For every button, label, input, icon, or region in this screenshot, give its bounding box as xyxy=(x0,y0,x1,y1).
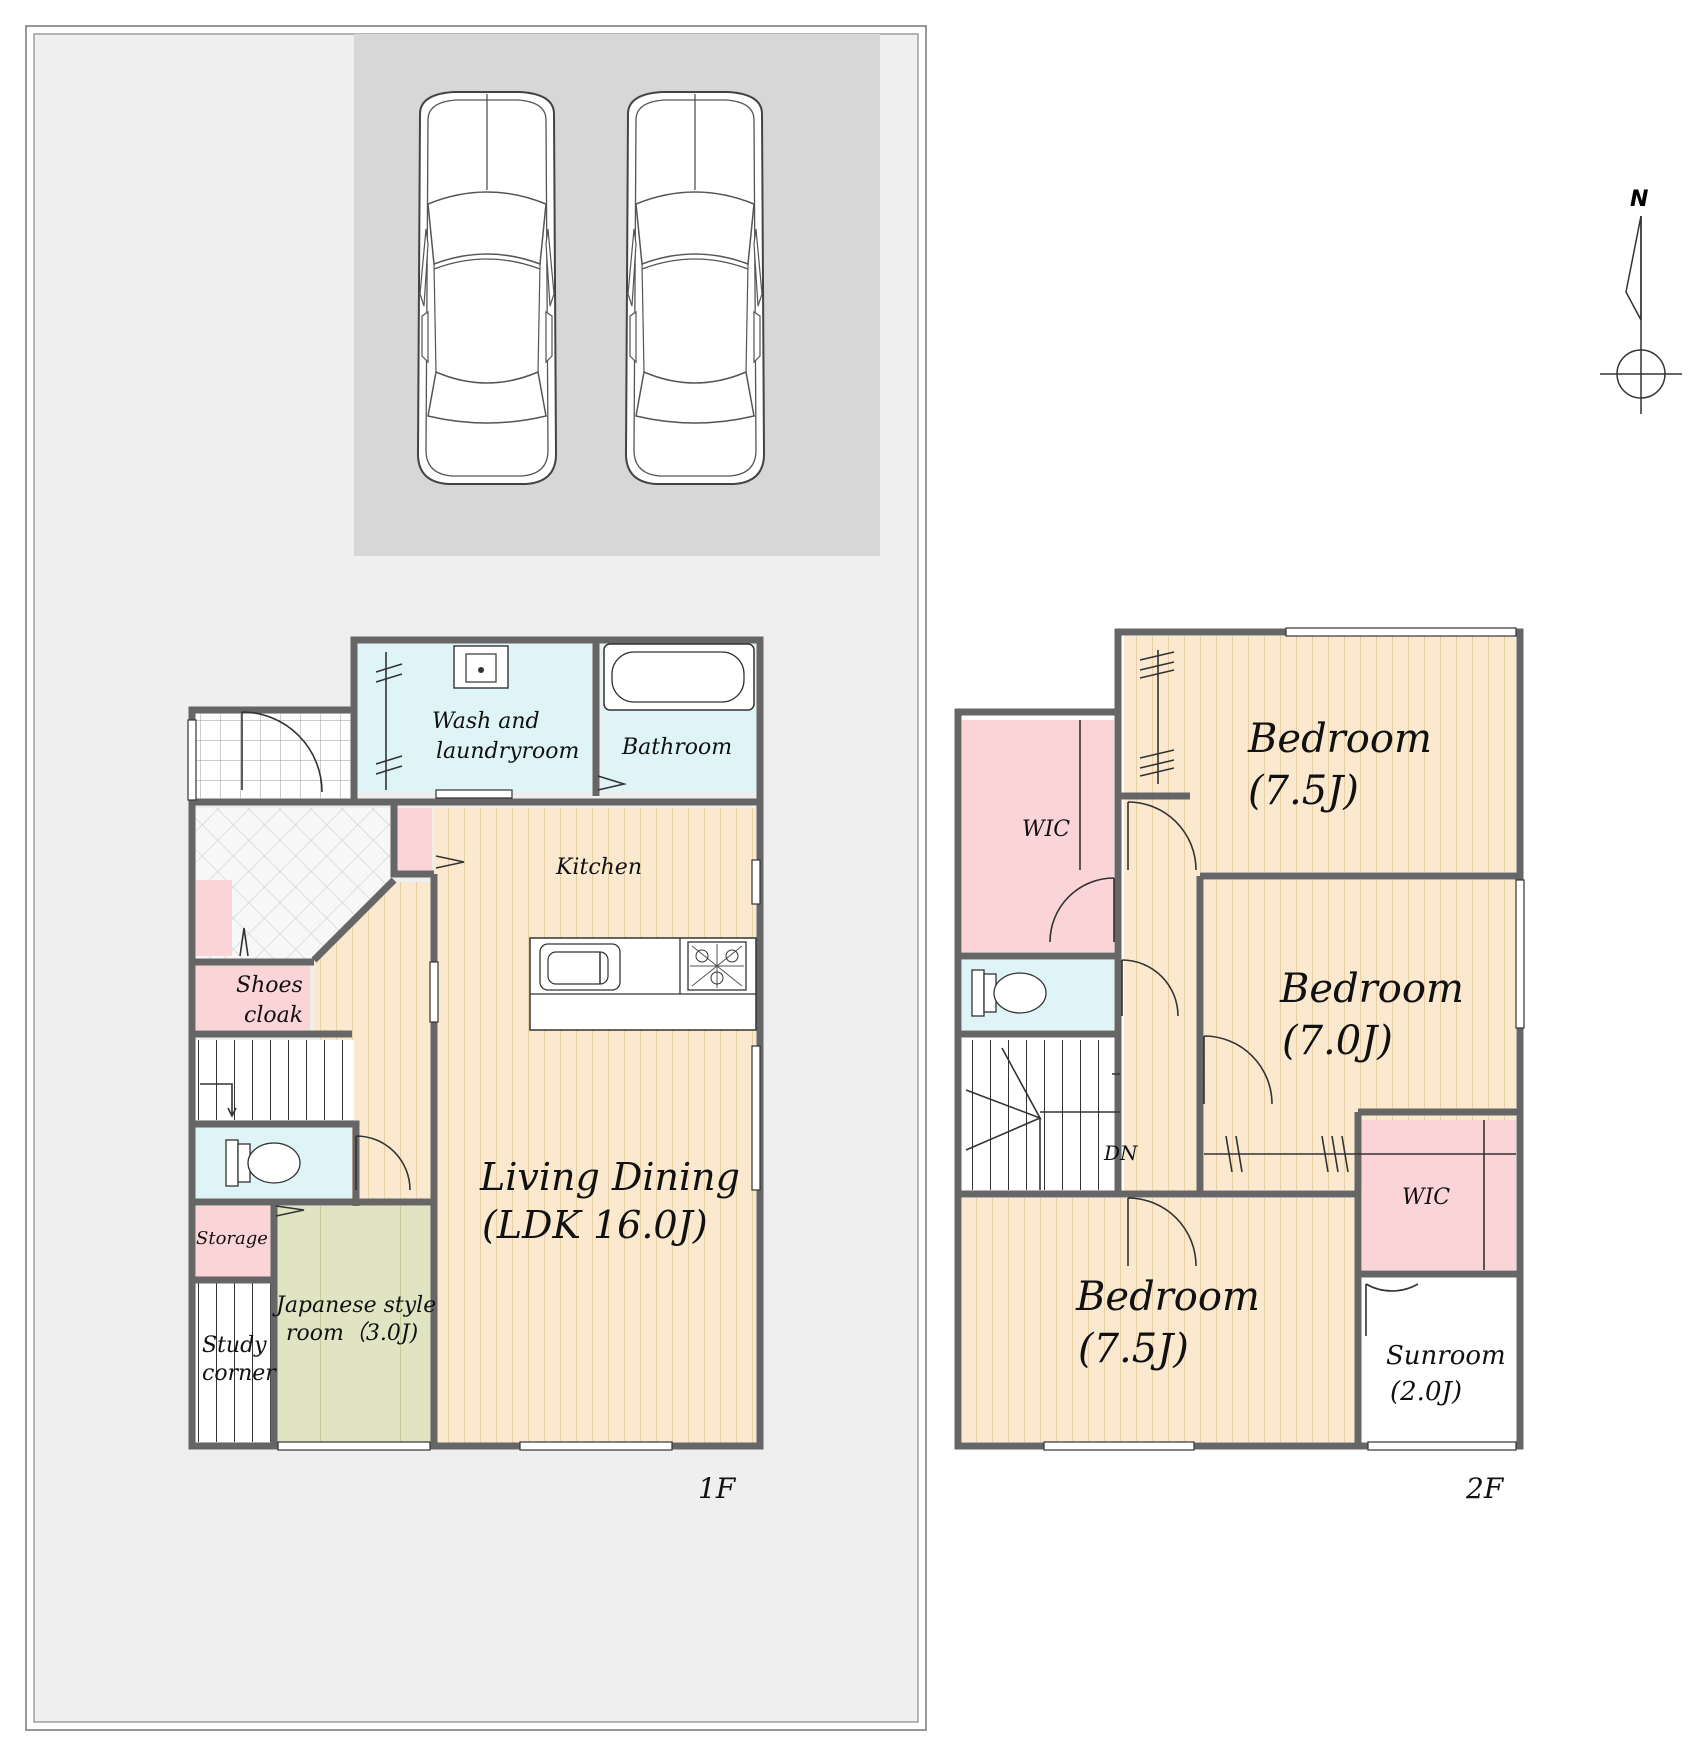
bathroom-label: Bathroom xyxy=(621,735,732,760)
windows-2f xyxy=(1043,627,1525,1451)
bedroom-s-label: Bedroom xyxy=(1075,1274,1260,1320)
wic-w-label: WIC xyxy=(1022,817,1070,842)
ldk-floor xyxy=(434,808,756,1444)
windows-1f xyxy=(187,719,761,1451)
bathtub-icon xyxy=(603,643,755,711)
study-corner-label-2: corner xyxy=(202,1361,277,1386)
bedroom-ne-label: Bedroom xyxy=(1247,716,1432,762)
car-icon xyxy=(625,91,765,485)
stairs-2f xyxy=(962,1040,1122,1190)
wic-w-floor xyxy=(962,720,1114,952)
parking-area xyxy=(354,34,880,556)
kitchen-label: Kitchen xyxy=(555,855,642,880)
doors-1f xyxy=(239,711,628,1217)
study-corner-floor xyxy=(196,1282,272,1442)
sunroom-label: Sunroom xyxy=(1386,1341,1506,1371)
walls-2f xyxy=(954,628,1524,1450)
shoes-cloak-label: Shoes xyxy=(236,973,303,998)
washer-hatch-icon xyxy=(375,652,403,790)
floor-1-label: 1F xyxy=(698,1472,737,1505)
toilet-icon xyxy=(971,969,1047,1017)
walls-1f xyxy=(188,636,764,1450)
storage-floor xyxy=(196,1206,276,1278)
kitchen-counter-icon xyxy=(529,937,757,1031)
living-dining-label: Living Dining xyxy=(479,1155,740,1199)
doors-2f xyxy=(1049,801,1419,1336)
storage-label: Storage xyxy=(196,1228,268,1249)
north-arrow-icon xyxy=(1625,215,1642,321)
sunroom-floor xyxy=(1362,1280,1516,1442)
wic-e-label: WIC xyxy=(1402,1185,1450,1210)
wash-room-label-2: laundryroom xyxy=(436,739,579,764)
genkan xyxy=(196,808,394,960)
bedroom-e-label-2: (7.0J) xyxy=(1282,1018,1393,1064)
north-label: N xyxy=(1630,187,1648,212)
sunroom-label-2: (2.0J) xyxy=(1390,1377,1462,1407)
compass-circle-icon xyxy=(1616,349,1666,399)
wash-room-label: Wash and xyxy=(432,709,540,734)
wash-basin-icon xyxy=(453,645,509,689)
pantry-storage xyxy=(396,808,432,874)
shoe-storage-small xyxy=(196,880,232,956)
living-dining-label-2: (LDK 16.0J) xyxy=(482,1203,708,1247)
wic-e-floor xyxy=(1362,1120,1516,1270)
stairs-1f xyxy=(196,1040,354,1120)
hallway xyxy=(314,882,434,1206)
study-corner-label: Study xyxy=(202,1333,267,1358)
stair-turn-icon xyxy=(965,1047,1120,1190)
bedroom-s-label-2: (7.5J) xyxy=(1078,1326,1189,1372)
japanese-room-label: Japanese style xyxy=(272,1293,436,1318)
japanese-room-label-2: room（3.0J) xyxy=(286,1321,418,1346)
car-icon xyxy=(417,91,557,485)
bedroom-ne-label-2: (7.5J) xyxy=(1248,768,1359,814)
bedroom-e-label: Bedroom xyxy=(1279,966,1464,1012)
stair-arrow-icon xyxy=(200,1083,237,1118)
north-compass: N xyxy=(1600,187,1682,414)
closet-rails-2f xyxy=(1079,650,1516,1270)
stairs-down-label: DN xyxy=(1103,1141,1139,1165)
floor-2: Bedroom (7.5J) Bedroom (7.0J) Bedroom (7… xyxy=(954,627,1525,1505)
shoes-cloak-floor xyxy=(196,964,310,1030)
entrance-porch xyxy=(196,714,352,804)
bedroom-s-floor xyxy=(962,1198,1358,1442)
shoes-cloak-label-2: cloak xyxy=(244,1003,303,1028)
japanese-room-floor xyxy=(276,1206,432,1442)
hallway-2f xyxy=(1124,800,1200,1194)
toilet-icon xyxy=(225,1139,301,1187)
floor-1: Wash and laundryroom Bathroom Kitchen Sh… xyxy=(187,636,764,1505)
floor-2-label: 2F xyxy=(1465,1472,1505,1505)
